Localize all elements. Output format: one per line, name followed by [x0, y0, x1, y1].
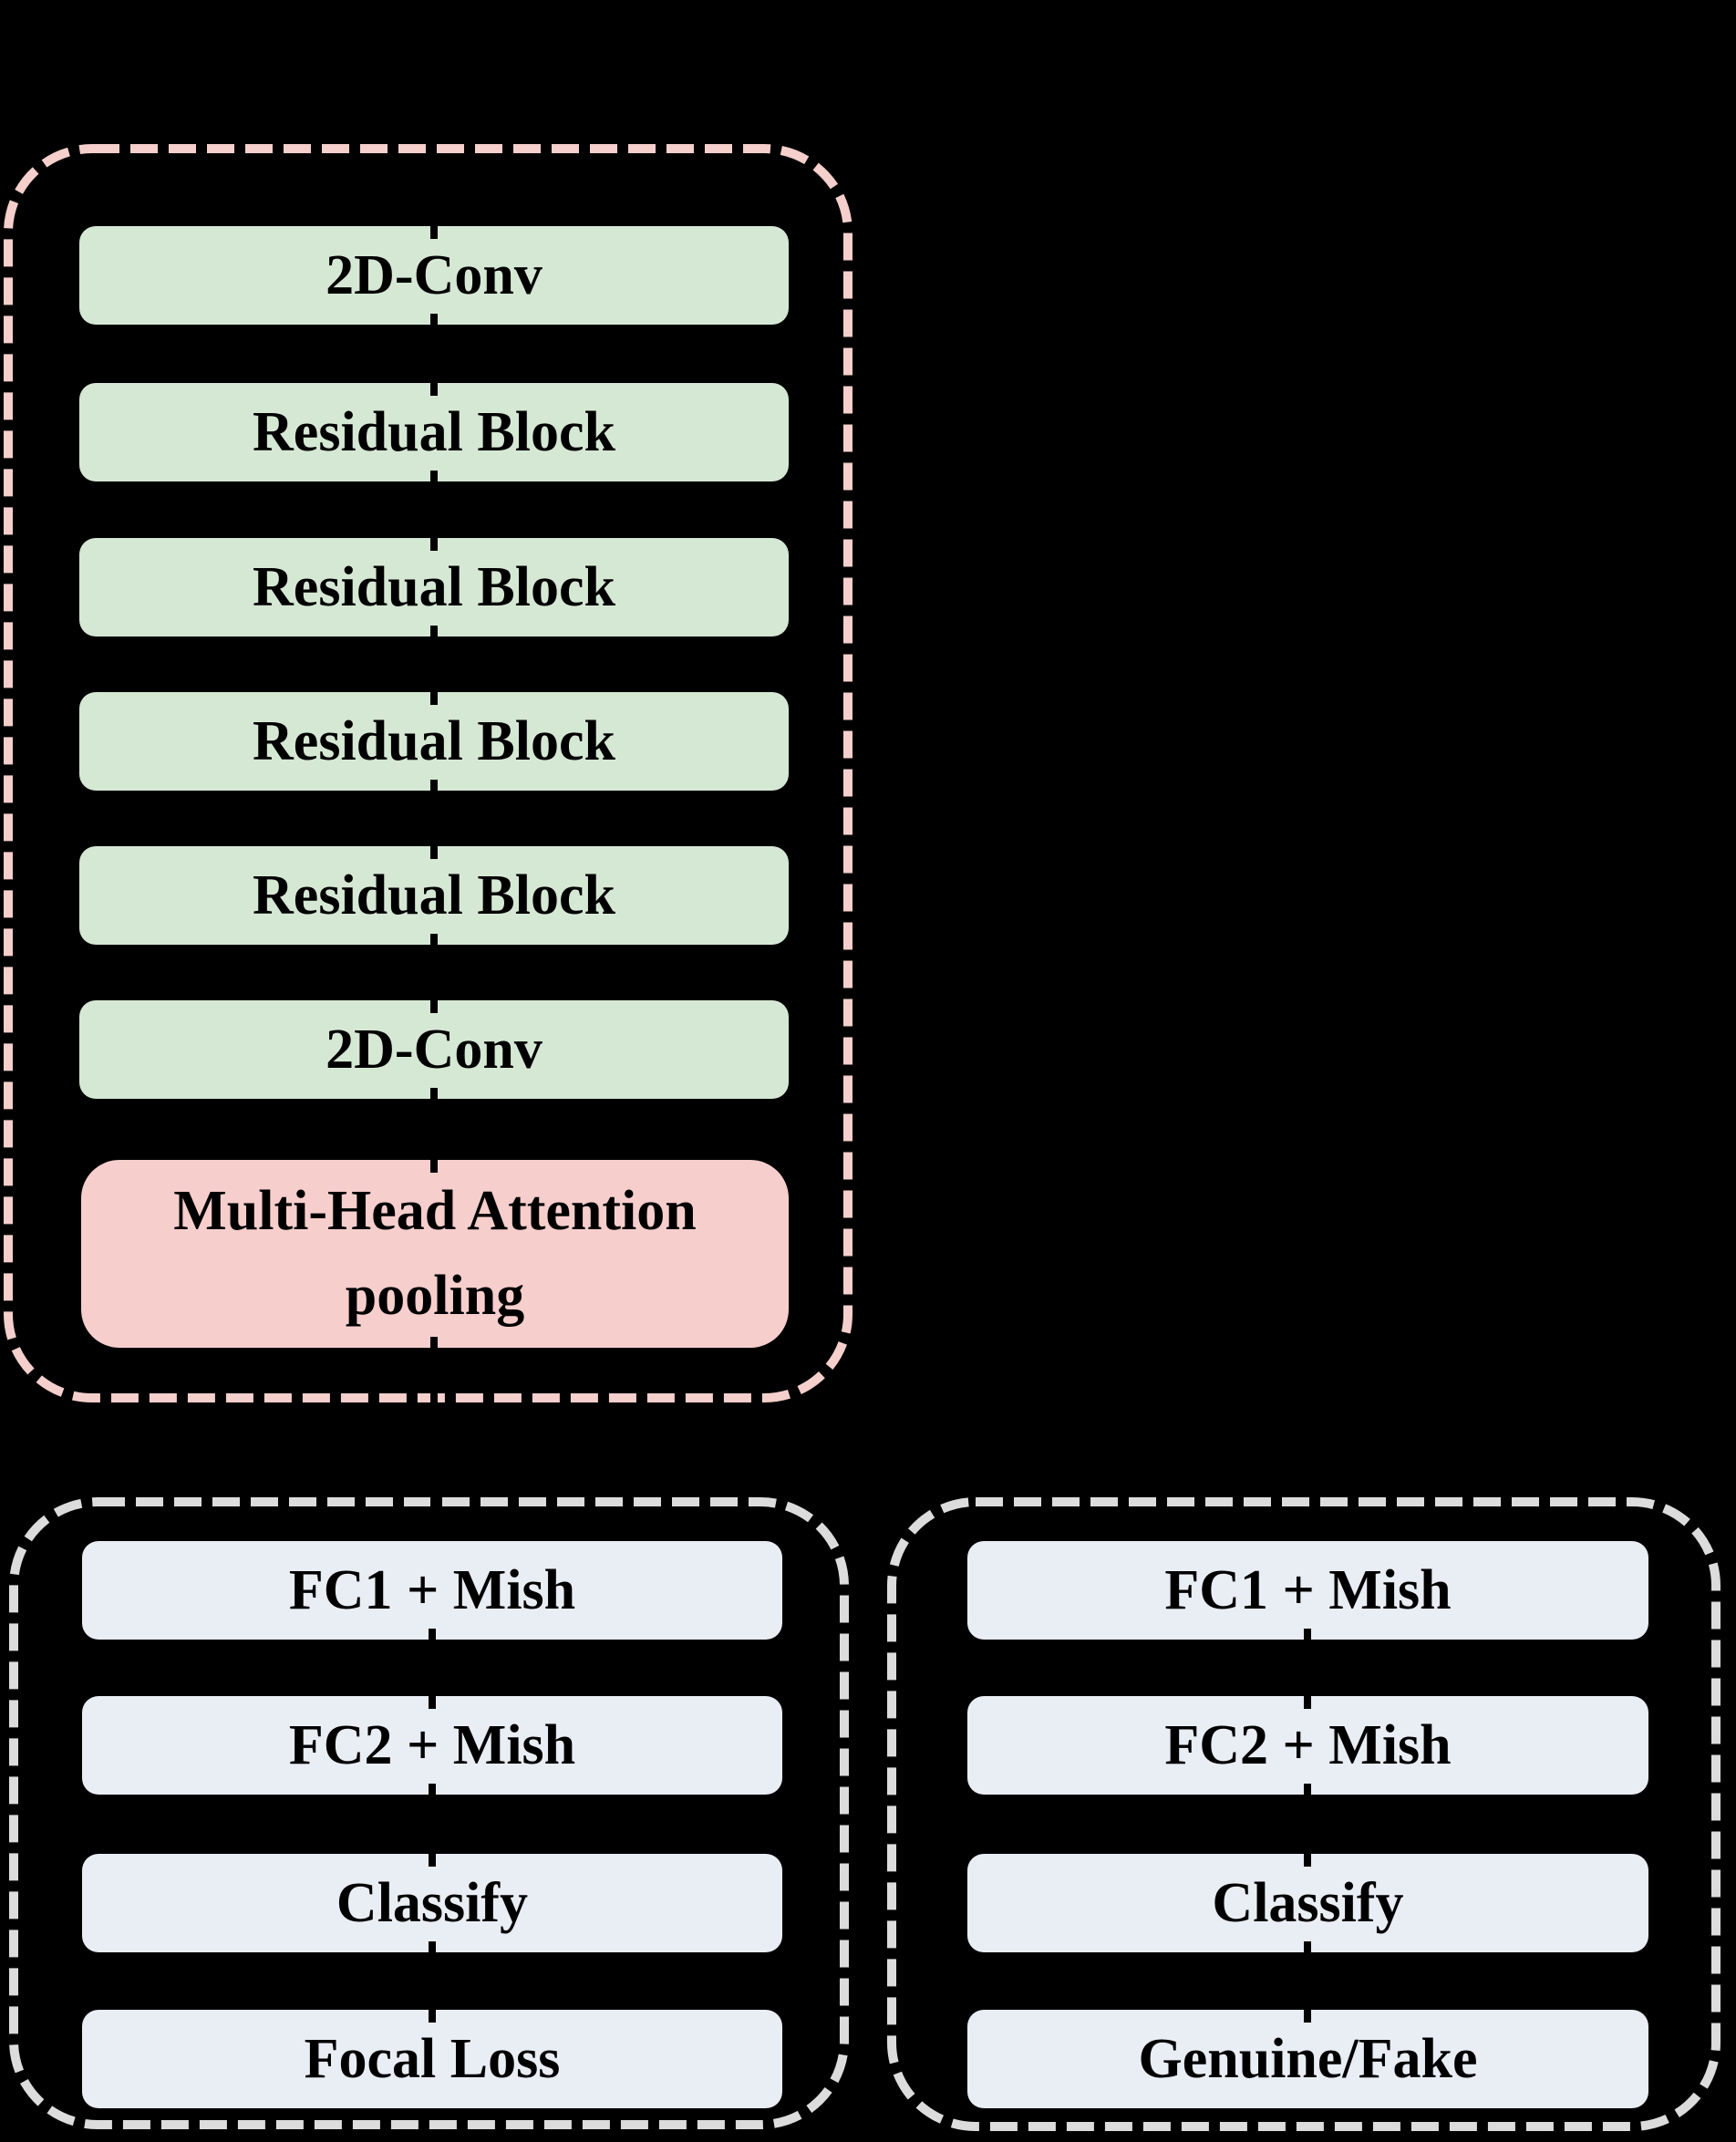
encoder-block-mha-pooling: Multi-Head Attention pooling — [81, 1160, 789, 1348]
classifier-right-classify: Classify — [967, 1854, 1648, 1952]
classifier-right-fc1: FC1 + Mish — [967, 1541, 1648, 1640]
encoder-block-2d-conv-2: 2D-Conv — [79, 1000, 789, 1099]
classifier-right-genuine-fake: Genuine/Fake — [967, 2010, 1648, 2108]
encoder-block-residual-4: Residual Block — [79, 846, 789, 945]
encoder-block-residual-3: Residual Block — [79, 692, 789, 791]
classifier-right-fc2: FC2 + Mish — [967, 1696, 1648, 1795]
classifier-left-classify: Classify — [82, 1854, 782, 1952]
encoder-block-residual-2: Residual Block — [79, 538, 789, 636]
classifier-left-fc2: FC2 + Mish — [82, 1696, 782, 1795]
encoder-block-residual-1: Residual Block — [79, 383, 789, 481]
classifier-left-focal-loss: Focal Loss — [82, 2010, 782, 2108]
classifier-left-fc1: FC1 + Mish — [82, 1541, 782, 1640]
encoder-block-2d-conv-1: 2D-Conv — [79, 226, 789, 325]
